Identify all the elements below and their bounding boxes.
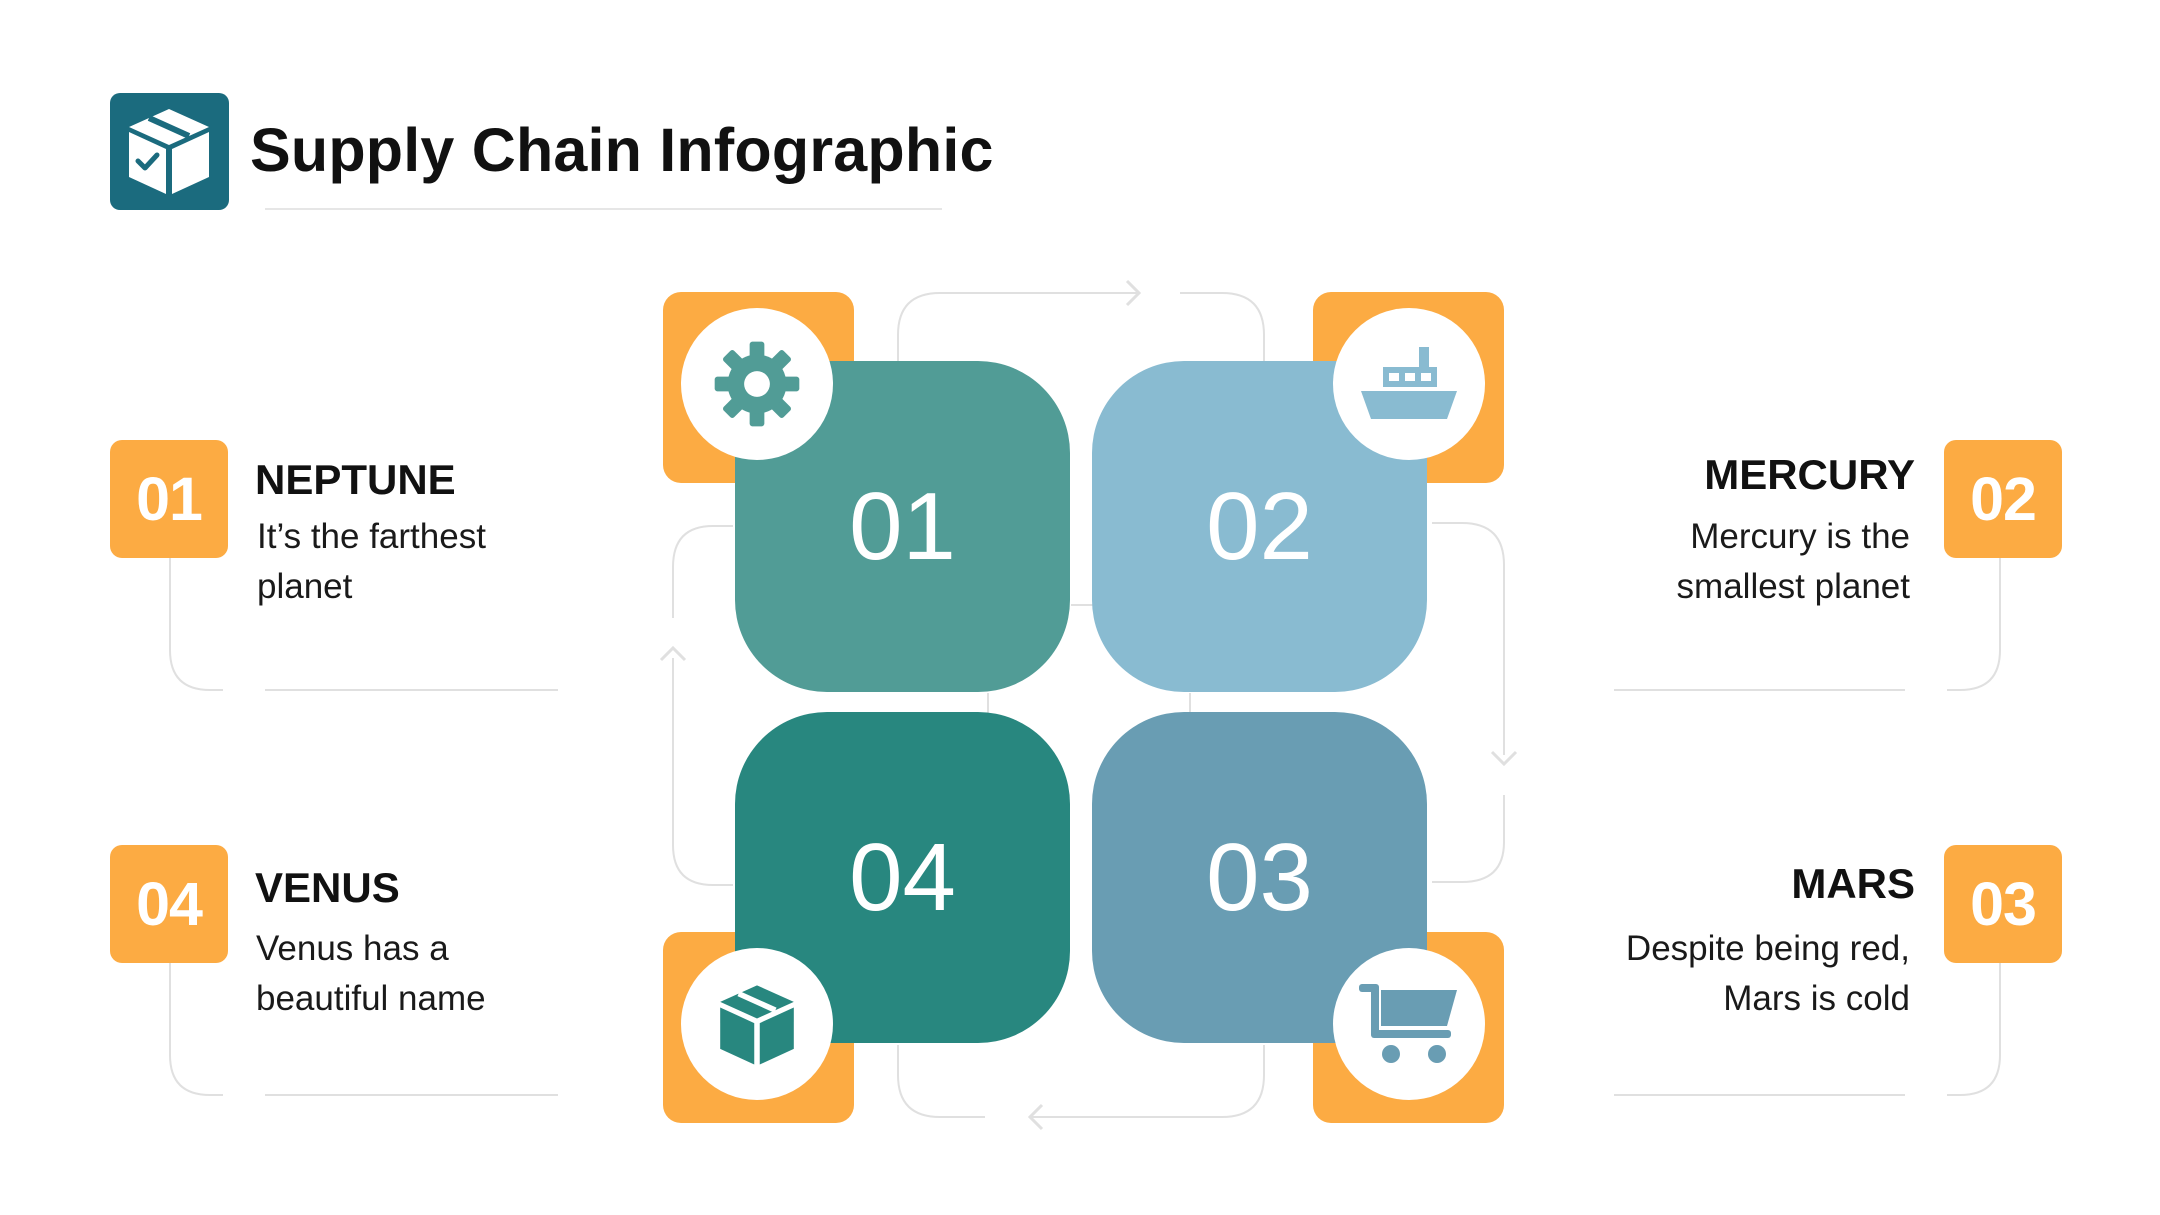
- gear-icon: [714, 341, 800, 427]
- step-03-description: Despite being red, Mars is cold: [1625, 929, 1910, 1018]
- shopping-cart-icon: [1359, 984, 1457, 1063]
- logo-badge: [110, 93, 229, 210]
- package-box-icon: [720, 985, 794, 1065]
- step-02-description: Mercury is the smallest planet: [1676, 517, 1910, 606]
- tile-04-number: 04: [849, 823, 956, 931]
- step-02-title: MERCURY: [1704, 451, 1915, 498]
- step-01-badge: 01: [110, 440, 228, 558]
- step-03-title: MARS: [1791, 860, 1915, 907]
- tile-04-icon-circle: [681, 948, 833, 1100]
- page-title: Supply Chain Infographic: [250, 116, 994, 184]
- step-04-description: Venus has a beautiful name: [256, 929, 486, 1018]
- ship-icon: [1361, 347, 1457, 419]
- tile-03-icon-circle: [1333, 948, 1485, 1100]
- tile-02-number: 02: [1206, 472, 1313, 580]
- tile-03-number: 03: [1206, 823, 1313, 931]
- step-01-title: NEPTUNE: [255, 456, 456, 503]
- step-04-title: VENUS: [255, 864, 400, 911]
- step-04-badge: 04: [110, 845, 228, 963]
- tile-01-number: 01: [849, 472, 956, 580]
- title-underline: [265, 208, 942, 210]
- step-02-badge: 02: [1944, 440, 2062, 558]
- package-box-icon: [129, 109, 209, 194]
- tile-01-icon-circle: [681, 308, 833, 460]
- tile-02-icon-circle: [1333, 308, 1485, 460]
- step-01-description: It’s the farthest planet: [257, 517, 486, 606]
- step-03-badge: 03: [1944, 845, 2062, 963]
